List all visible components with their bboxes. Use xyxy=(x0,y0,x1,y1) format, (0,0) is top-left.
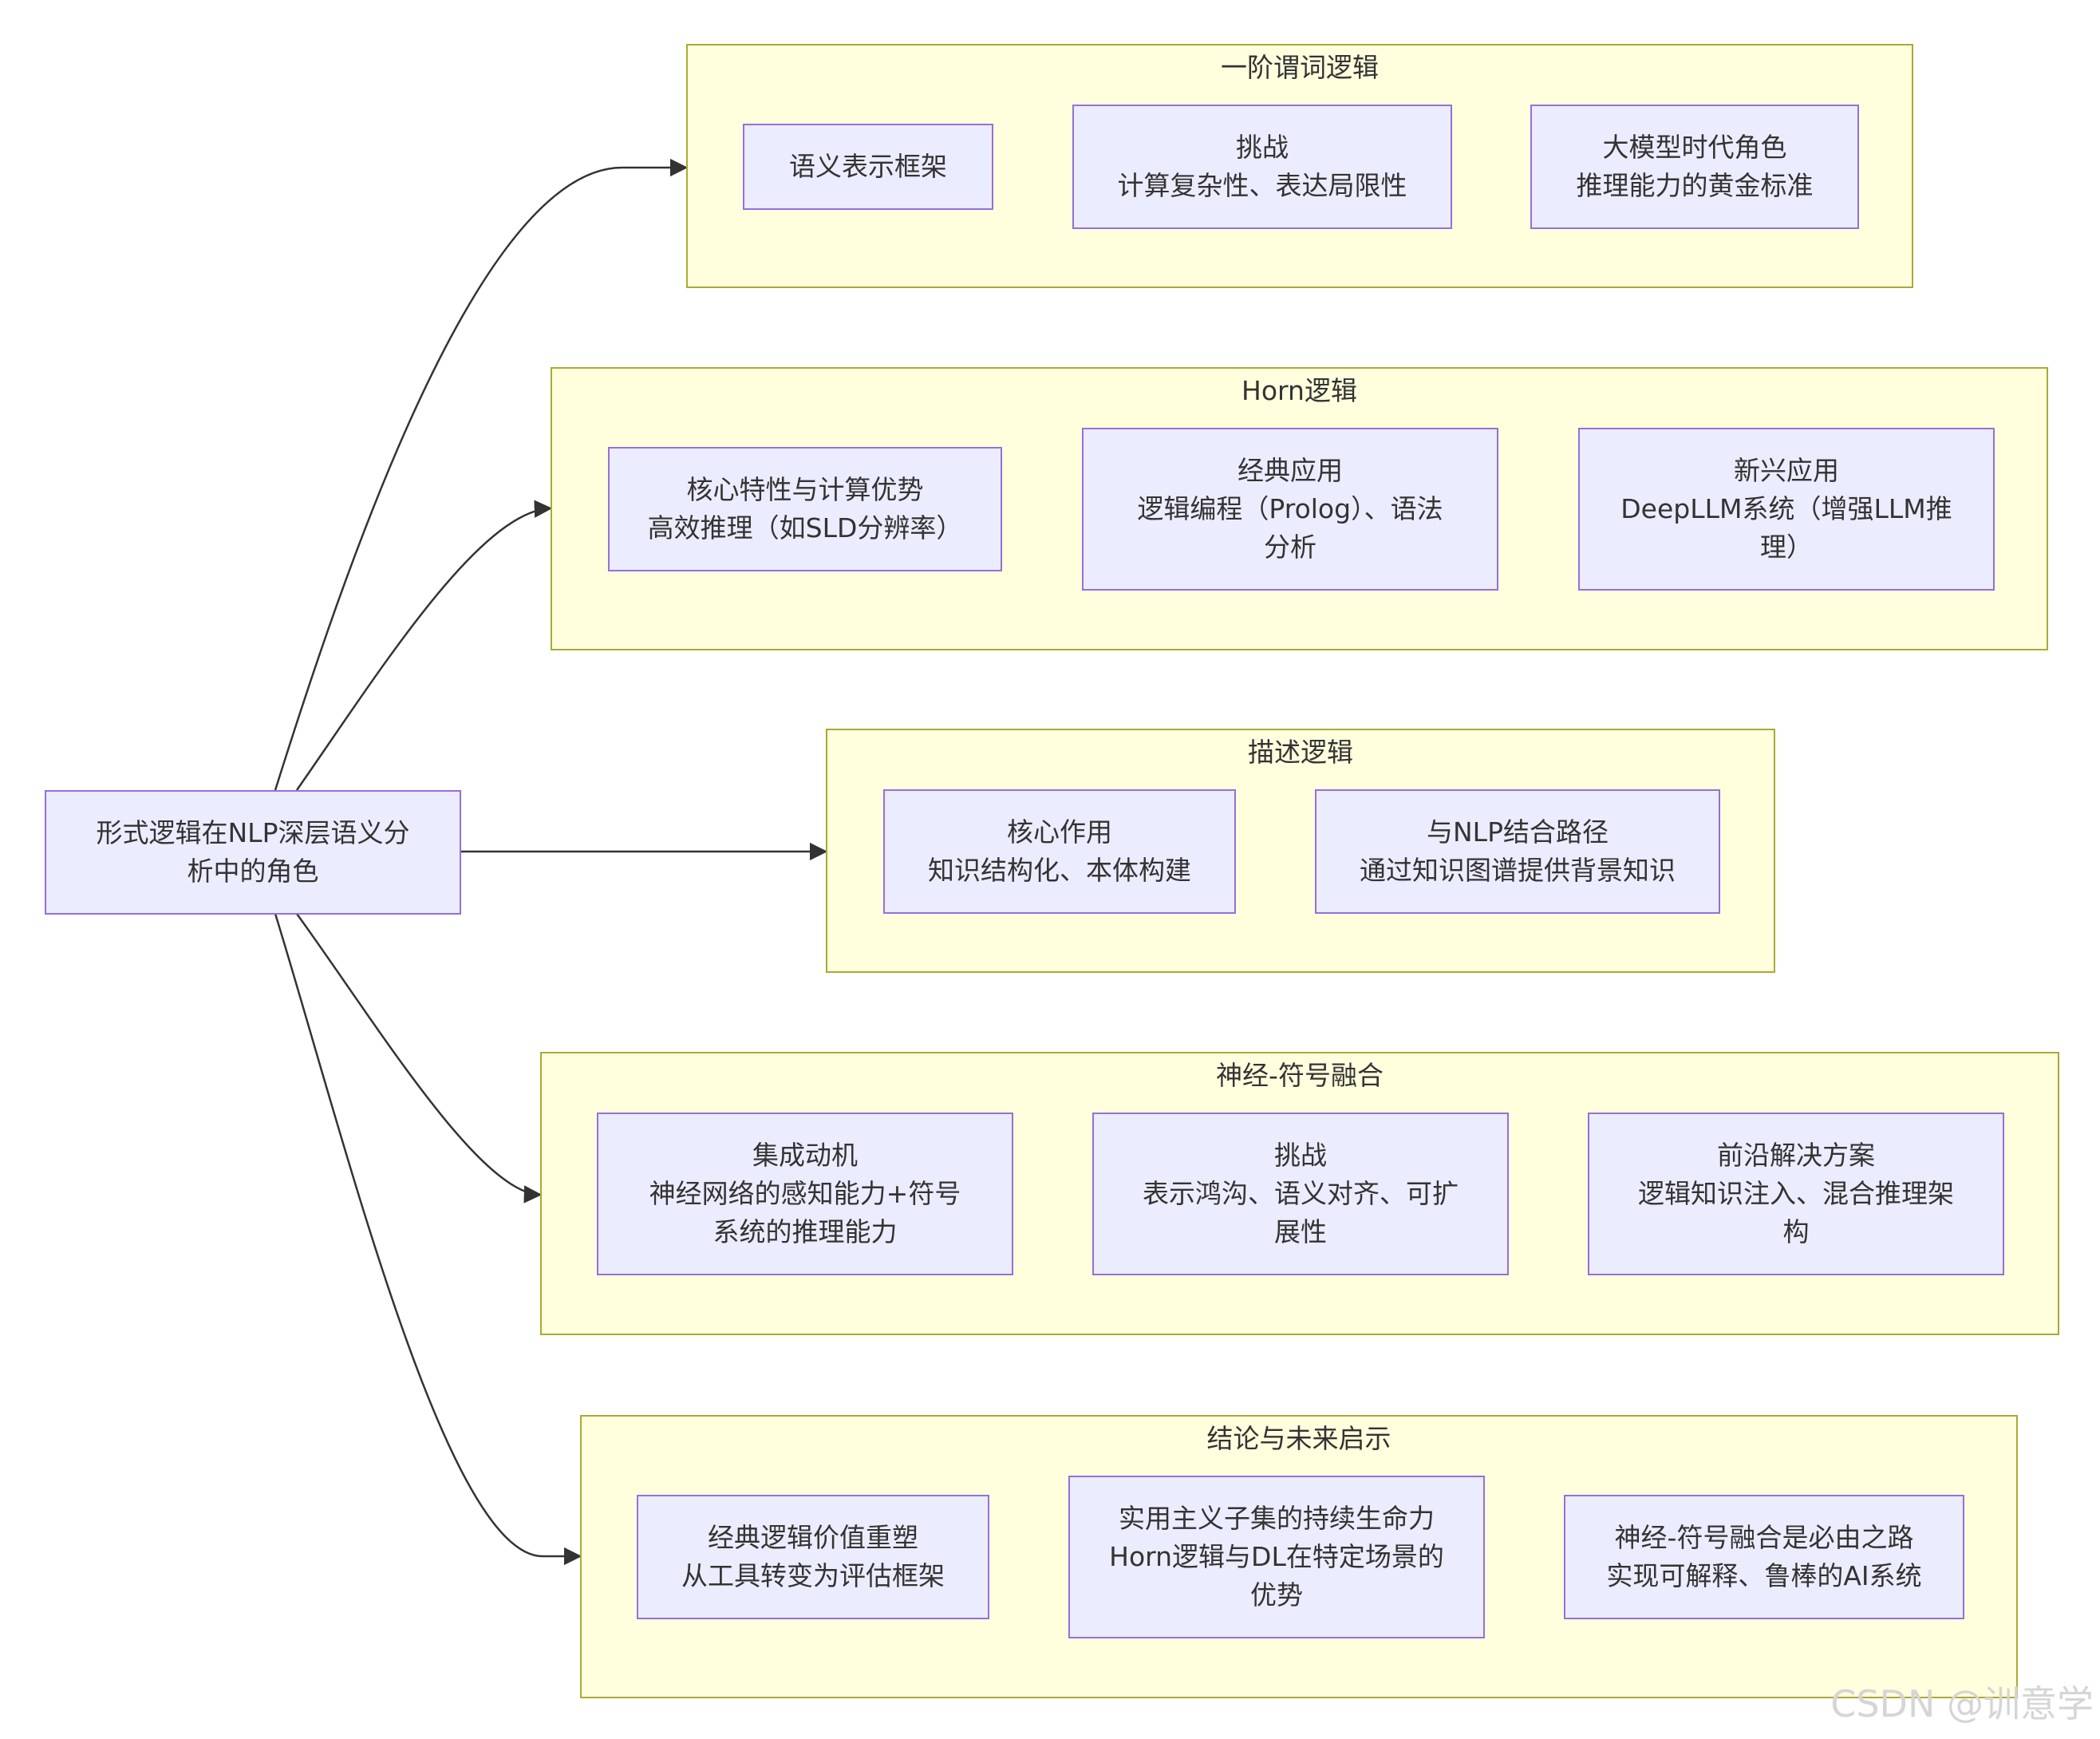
cluster-title: 神经-符号融合 xyxy=(1216,1060,1384,1091)
root-line-2: 析中的角色 xyxy=(187,856,319,887)
cluster-title: 一阶谓词逻辑 xyxy=(1221,52,1379,83)
root-node: 形式逻辑在NLP深层语义分 析中的角色 xyxy=(45,790,461,915)
node-ns-challenge: 挑战 表示鸿沟、语义对齐、可扩 展性 xyxy=(1092,1113,1509,1275)
cluster-conclusion: 结论与未来启示 经典逻辑价值重塑 从工具转变为评估框架 实用主义子集的持续生命力… xyxy=(580,1415,2018,1698)
node-line: 高效推理（如SLD分辨率） xyxy=(647,512,963,543)
node-line: 实用主义子集的持续生命力 xyxy=(1119,1503,1435,1534)
node-line: 逻辑知识注入、混合推理架 xyxy=(1638,1178,1954,1209)
cluster-title: 结论与未来启示 xyxy=(1206,1423,1391,1454)
node-line: 新兴应用 xyxy=(1734,455,1839,486)
node-line: 核心特性与计算优势 xyxy=(686,474,924,505)
node-pragmatic-subsets: 实用主义子集的持续生命力 Horn逻辑与DL在特定场景的 优势 xyxy=(1068,1476,1485,1638)
node-line: 集成动机 xyxy=(752,1140,858,1171)
node-line: 知识结构化、本体构建 xyxy=(928,855,1191,886)
node-line: 挑战 xyxy=(1236,132,1289,163)
node-horn-emerging-apps: 新兴应用 DeepLLM系统（增强LLM推 理） xyxy=(1578,428,1995,591)
node-fol-challenge: 挑战 计算复杂性、表达局限性 xyxy=(1072,105,1452,229)
node-line: 神经-符号融合是必由之路 xyxy=(1614,1522,1914,1553)
node-llm-era-role: 大模型时代角色 推理能力的黄金标准 xyxy=(1530,105,1859,229)
node-line: 计算复杂性、表达局限性 xyxy=(1117,170,1407,201)
cluster-title: Horn逻辑 xyxy=(1241,375,1357,406)
node-horn-core: 核心特性与计算优势 高效推理（如SLD分辨率） xyxy=(608,447,1002,571)
node-line: 系统的推理能力 xyxy=(712,1216,898,1247)
node-line: 前沿解决方案 xyxy=(1717,1140,1875,1171)
edge-root-to-horn xyxy=(295,500,553,791)
node-line: 语义表示框架 xyxy=(789,151,947,182)
node-line: 神经网络的感知能力+符号 xyxy=(649,1178,961,1209)
cluster-neuro-symbolic: 神经-符号融合 集成动机 神经网络的感知能力+符号 系统的推理能力 挑战 表示鸿… xyxy=(540,1052,2059,1335)
node-line: 逻辑编程（Prolog）、语法 xyxy=(1137,493,1443,524)
node-line: 构 xyxy=(1782,1216,1810,1247)
node-classic-logic-value: 经典逻辑价值重塑 从工具转变为评估框架 xyxy=(637,1495,989,1619)
node-line: 大模型时代角色 xyxy=(1602,132,1787,163)
node-ns-motivation: 集成动机 神经网络的感知能力+符号 系统的推理能力 xyxy=(597,1113,1013,1275)
edge-root-to-fol xyxy=(274,158,689,791)
node-line: 优势 xyxy=(1250,1579,1303,1611)
node-neuro-symbolic-path: 神经-符号融合是必由之路 实现可解释、鲁棒的AI系统 xyxy=(1564,1495,1964,1619)
node-line: Horn逻辑与DL在特定场景的 xyxy=(1109,1541,1444,1572)
cluster-title: 描述逻辑 xyxy=(1248,737,1353,768)
node-line: 核心作用 xyxy=(1007,816,1112,848)
watermark: CSDN @训意学 xyxy=(1830,1682,2094,1725)
node-line: DeepLLM系统（增强LLM推 xyxy=(1620,493,1952,524)
node-line: 表示鸿沟、语义对齐、可扩 xyxy=(1143,1178,1459,1209)
node-line: 与NLP结合路径 xyxy=(1427,816,1609,848)
node-line: 挑战 xyxy=(1274,1140,1327,1171)
node-dl-nlp-path: 与NLP结合路径 通过知识图谱提供背景知识 xyxy=(1315,789,1720,914)
node-line: 推理能力的黄金标准 xyxy=(1576,170,1814,201)
node-line: 展性 xyxy=(1274,1216,1327,1247)
cluster-description-logic: 描述逻辑 核心作用 知识结构化、本体构建 与NLP结合路径 通过知识图谱提供背景… xyxy=(826,729,1775,973)
node-line: 通过知识图谱提供背景知识 xyxy=(1360,855,1676,886)
node-semantic-framework: 语义表示框架 xyxy=(743,124,993,210)
node-line: 从工具转变为评估框架 xyxy=(681,1560,945,1591)
cluster-horn-logic: Horn逻辑 核心特性与计算优势 高效推理（如SLD分辨率） 经典应用 逻辑编程… xyxy=(551,367,2048,650)
node-line: 实现可解释、鲁棒的AI系统 xyxy=(1606,1560,1922,1591)
node-line: 分析 xyxy=(1264,532,1316,563)
node-line: 经典应用 xyxy=(1238,455,1343,486)
edge-root-to-ns xyxy=(295,913,543,1203)
root-line-1: 形式逻辑在NLP深层语义分 xyxy=(96,817,410,848)
cluster-first-order-logic: 一阶谓词逻辑 语义表示框架 挑战 计算复杂性、表达局限性 大模型时代角色 推理能… xyxy=(686,44,1913,288)
node-line: 经典逻辑价值重塑 xyxy=(708,1522,918,1553)
node-horn-classic-apps: 经典应用 逻辑编程（Prolog）、语法 分析 xyxy=(1082,428,1498,591)
node-ns-solutions: 前沿解决方案 逻辑知识注入、混合推理架 构 xyxy=(1588,1113,2004,1275)
node-line: 理） xyxy=(1760,532,1813,563)
edge-root-to-concl xyxy=(274,913,582,1566)
node-dl-core-role: 核心作用 知识结构化、本体构建 xyxy=(883,789,1236,914)
